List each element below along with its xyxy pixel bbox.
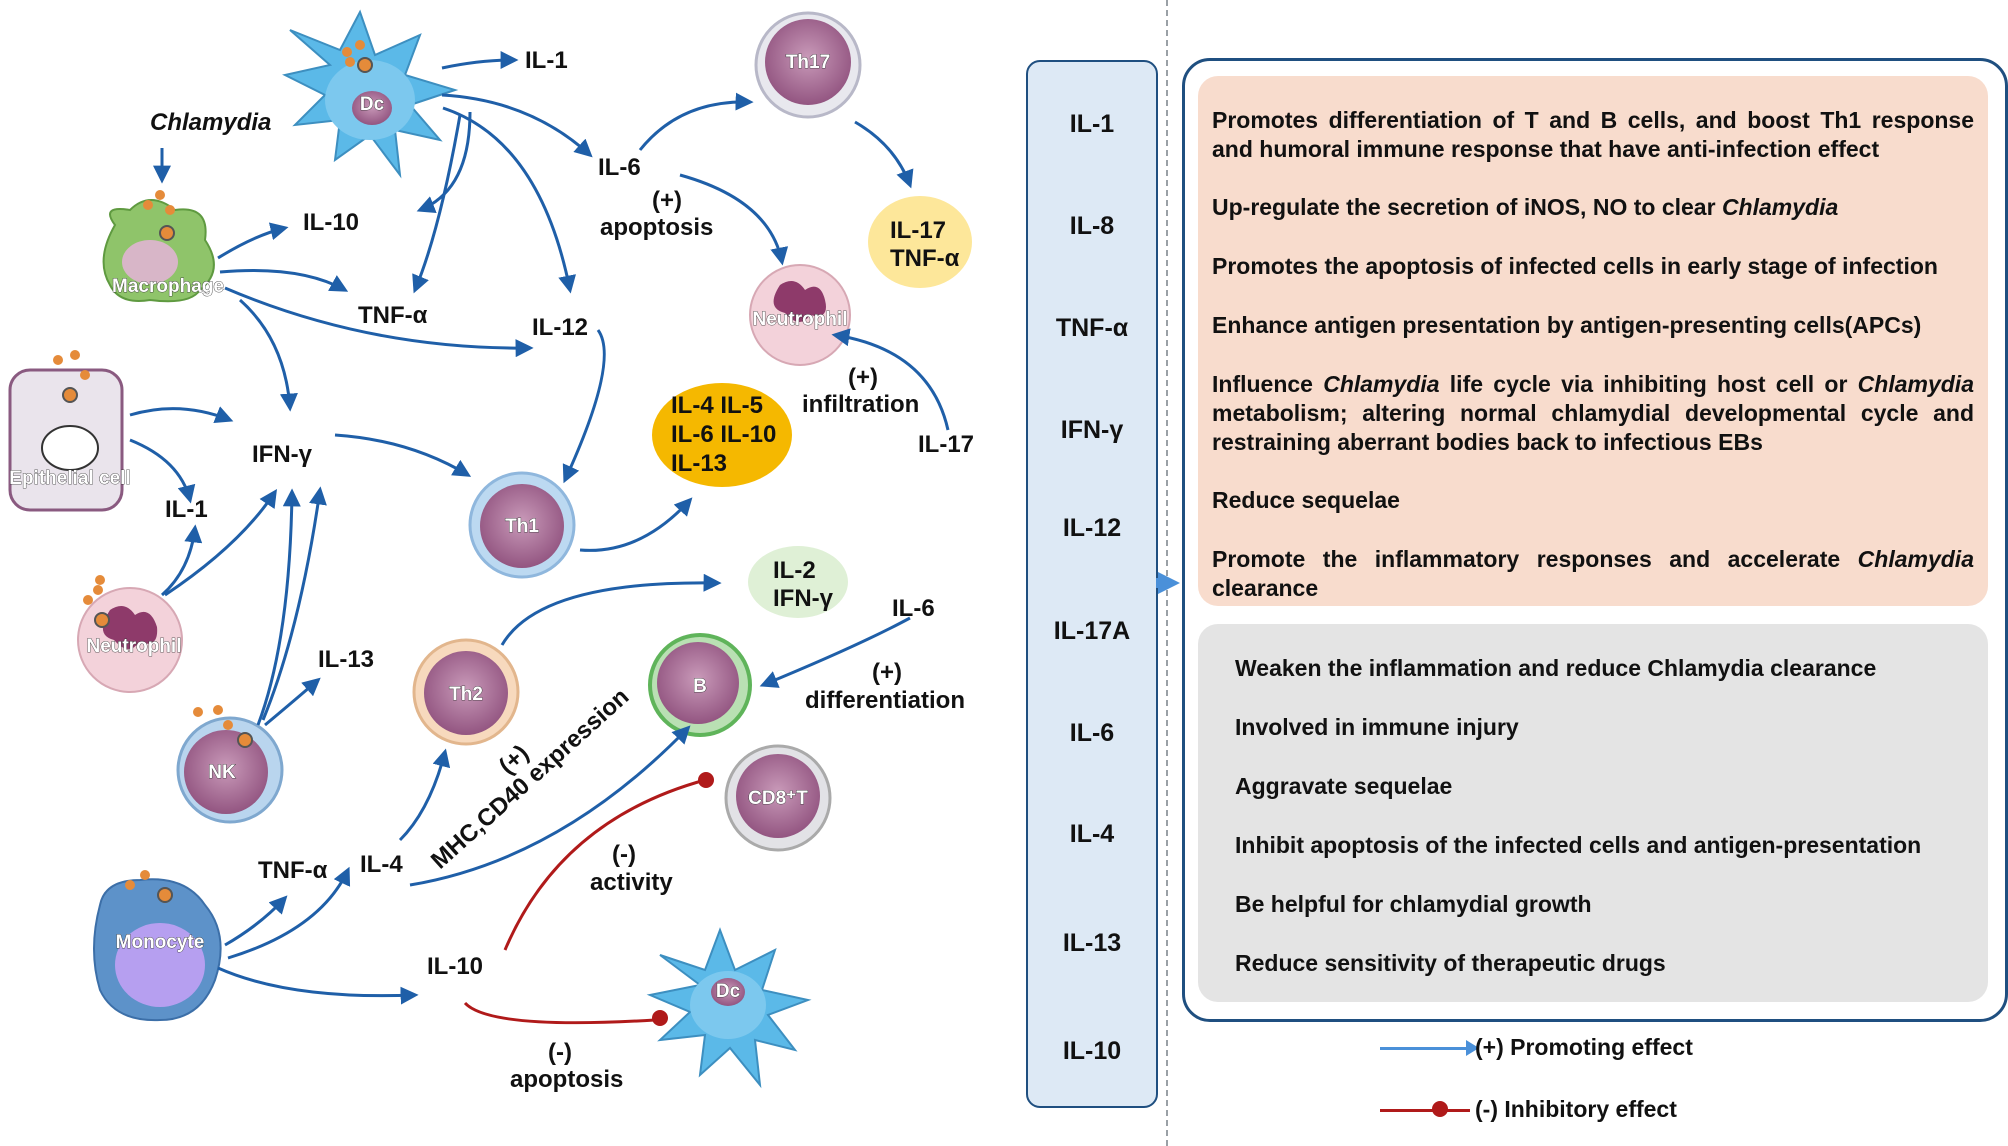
epithelial-cell: Epithelial cell [8,350,131,512]
cytokine-item: IL-12 [1062,514,1122,542]
th1-label: Th1 [505,516,539,537]
activity-label: activity [590,869,673,896]
th2-product-1: IL-2 [773,557,816,584]
monocyte-cell: Monocyte [93,870,222,1022]
promoting-effect-3: Promotes the apoptosis of infected cells… [1212,253,1938,279]
promoting-effect-5: Influence Chlamydia life cycle via inhib… [1212,371,1974,455]
neutrophil-left-cell: Neutrophil [77,575,183,693]
th1-cell: Th1 [468,471,576,579]
th17-cell: Th17 [754,11,862,119]
cytokine-column: IL-1 IL-8 TNF-α IFN-γ IL-12 IL-17A IL-6 … [1026,60,1158,1108]
th1-product-1: IL-4 IL-5 [671,392,763,419]
b-label: B [693,676,707,697]
promoting-effect-1: Promotes differentiation of T and B cell… [1212,107,1974,162]
cytokine-item: IL-10 [1062,1037,1122,1065]
inhibitory-effect-2: Involved in immune injury [1235,714,1519,740]
macrophage-cell: Macrophage [102,190,224,303]
il13-nk-label: IL-13 [318,646,374,673]
dc-bottom-label: Dc [716,981,741,1002]
epithelial-label: Epithelial cell [9,468,130,489]
il6-top-label: IL-6 [598,154,641,181]
apoptosis-minus-sign: (-) [548,1039,572,1066]
cytokine-item: IL-1 [1069,110,1115,138]
cytokine-item: IL-17A [1053,617,1131,645]
neutrophil-right-label: Neutrophil [753,309,848,330]
cytokine-item: IFN-γ [1060,416,1124,444]
cytokine-item: IL-4 [1069,820,1115,848]
tnf-macrophage-label: TNF-α [358,302,428,329]
dc-bottom-cell: Dc [646,927,812,1089]
il17-right-label: IL-17 [918,431,974,458]
cd8-label: CD8⁺T [748,788,808,809]
inhibitory-effect-3: Aggravate sequelae [1235,773,1453,799]
il10-macrophage-label: IL-10 [303,209,359,236]
th2-label: Th2 [449,684,483,705]
th17-product-2: TNF-α [890,245,960,272]
th17-label: Th17 [786,52,830,73]
cytokine-item: IL-6 [1069,719,1115,747]
promoting-effect-6: Reduce sequelae [1212,487,1400,513]
apoptosis-plus-sign: (+) [652,187,682,214]
th1-product-3: IL-13 [671,450,727,477]
activity-sign: (-) [612,841,636,868]
il4-monocyte-label: IL-4 [360,851,403,878]
il12-label: IL-12 [532,314,588,341]
b-cell: B [648,633,752,737]
legend-inhibitory-dot-icon [1432,1101,1448,1117]
il10-monocyte-label: IL-10 [427,953,483,980]
th17-product-1: IL-17 [890,217,946,244]
legend-promoting-line [1380,1047,1475,1050]
dc-top-label: Dc [360,94,385,115]
inhibitory-effect-5: Be helpful for chlamydial growth [1235,891,1592,917]
differentiation-label: differentiation [805,687,965,714]
legend-inhibitory-line [1380,1109,1470,1112]
effects-frame [1182,58,2008,1022]
th2-products [748,546,848,618]
nk-cell: NK [176,705,284,824]
infiltration-label: infiltration [802,391,919,418]
ifn-gamma-label: IFN-γ [252,441,313,468]
chlamydia-label: Chlamydia [150,109,271,136]
inhibitory-effect-4: Inhibit apoptosis of the infected cells … [1235,832,1922,858]
neutrophil-left-label: Neutrophil [87,636,182,657]
promoting-effect-4: Enhance antigen presentation by antigen-… [1212,312,1922,338]
monocyte-label: Monocyte [116,932,205,953]
nk-label: NK [208,762,236,783]
cd8-cell: CD8⁺T [724,744,832,852]
neutrophil-right-cell: Neutrophil [749,264,851,366]
inhibitory-arrows [463,772,714,1026]
il6-b-label: IL-6 [892,595,935,622]
apoptosis-minus-label: apoptosis [510,1066,623,1093]
tnf-monocyte-label: TNF-α [258,857,328,884]
promoting-effect-7: Promote the inflammatory responses and a… [1212,546,1974,601]
infiltration-sign: (+) [848,364,878,391]
legend-promoting-arrow-icon [1466,1040,1479,1056]
th17-products [868,196,972,288]
th2-product-2: IFN-γ [773,585,834,612]
il1-top-label: IL-1 [525,47,568,74]
promoting-arrows [129,51,950,1005]
legend-promoting-label: (+) Promoting effect [1475,1034,1693,1060]
differentiation-sign: (+) [872,659,902,686]
panel-link-arrow-icon [1158,572,1180,594]
apoptosis-plus-label: apoptosis [600,214,713,241]
th1-product-2: IL-6 IL-10 [671,421,776,448]
inhibitory-effect-1: Weaken the inflammation and reduce Chlam… [1235,655,1877,681]
legend-inhibitory-label: (-) Inhibitory effect [1475,1096,1677,1122]
il1-epithelial-label: IL-1 [165,496,208,523]
inhibitory-effects-box [1198,624,1988,1002]
promoting-effects-box [1198,76,1988,606]
dc-top-cell: Dc [282,9,459,179]
cytokine-item: IL-13 [1062,929,1122,957]
inhibitory-effect-6: Reduce sensitivity of therapeutic drugs [1235,950,1666,976]
macrophage-label: Macrophage [112,276,224,297]
cytokine-item: TNF-α [1055,314,1129,342]
promoting-effect-2: Up-regulate the secretion of iNOS, NO to… [1212,194,1839,220]
cytokine-item: IL-8 [1069,212,1115,240]
th2-cell: Th2 [412,638,520,746]
th1-products [652,383,792,487]
